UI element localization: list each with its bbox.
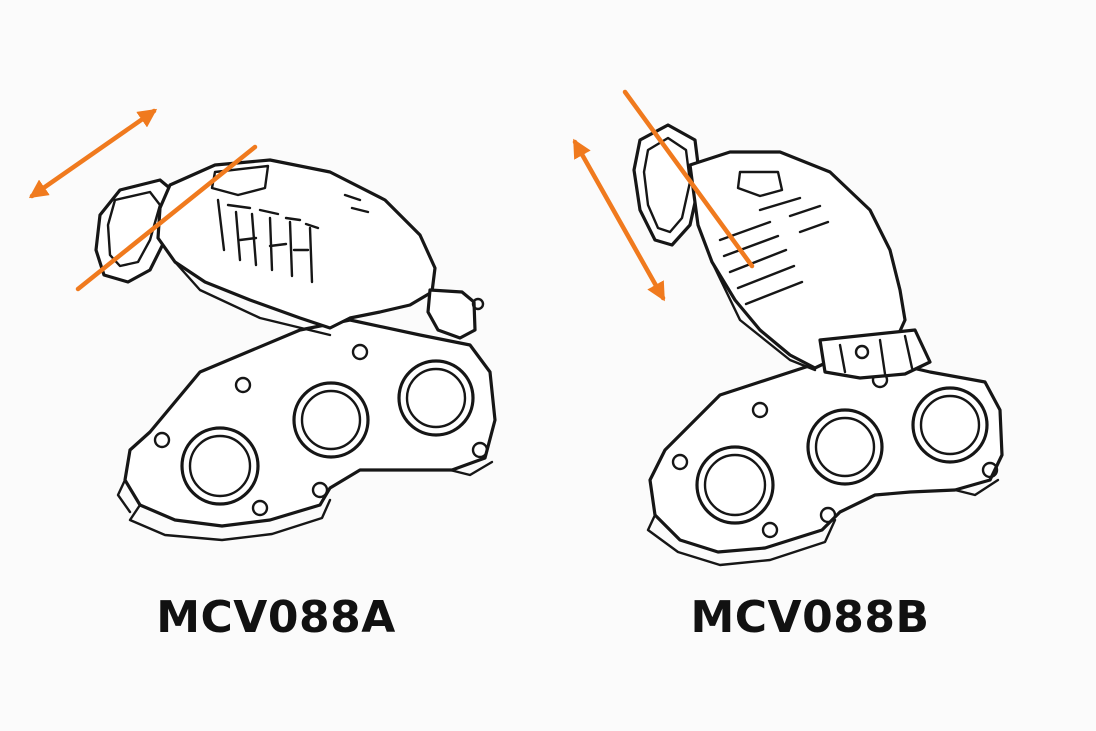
part-label-b: MCV088B (690, 592, 930, 643)
double-headed-arrow-icon (28, 108, 158, 199)
manifold-flange-a (116, 318, 497, 542)
cut-line-icon (622, 89, 755, 269)
converter-body-a (156, 158, 485, 340)
part-label-a: MCV088A (156, 592, 396, 643)
manifold-flange-b (646, 356, 1004, 567)
catalytic-converter-b (632, 123, 1004, 567)
cut-indicators-a (28, 108, 258, 292)
catalytic-converter-a (94, 158, 497, 542)
converter-body-b (688, 150, 932, 380)
cut-line-icon (75, 144, 258, 292)
double-headed-arrow-icon (572, 138, 666, 302)
cut-indicators-b (572, 89, 755, 302)
